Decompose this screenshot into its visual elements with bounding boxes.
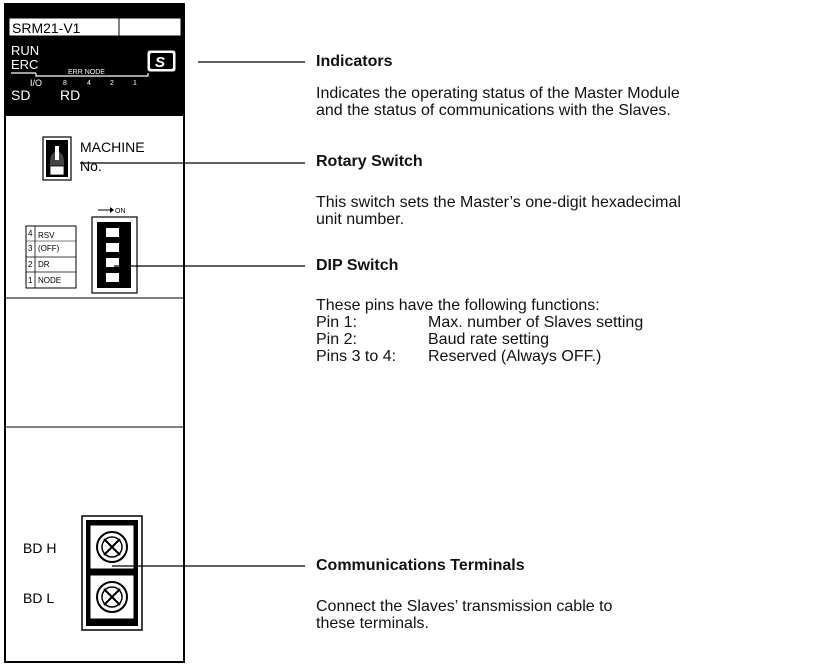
terminals-title: Communications Terminals (316, 557, 525, 574)
dip-legend-node: NODE (38, 276, 61, 285)
terminals-desc-line1: Connect the Slaves’ transmission cable t… (316, 598, 613, 615)
dip-legend-rsv: RSV (38, 231, 55, 240)
dip-switch-title: DIP Switch (316, 257, 399, 274)
brand-logo: S (147, 50, 176, 72)
node-bit-1: 1 (133, 80, 137, 87)
dip-pin-key-2: Pin 2: (316, 331, 357, 348)
terminal-screw-bd-h[interactable] (96, 531, 128, 563)
indicators-title: Indicators (316, 53, 393, 70)
node-bit-4: 4 (87, 80, 91, 87)
node-bit-8: 8 (63, 80, 67, 87)
dip-desc-intro: These pins have the following functions: (316, 297, 600, 314)
dip-legend-num-1: 1 (28, 276, 33, 285)
dip-pin-legend: 4 RSV 3 (OFF) 2 DR 1 NODE (25, 225, 77, 289)
rotary-switch[interactable] (42, 136, 72, 181)
indicators-description: Indicates the operating status of the Ma… (316, 85, 680, 119)
rotary-label-machine: MACHINE (80, 139, 145, 155)
dip-legend-off: (OFF) (38, 244, 60, 253)
svg-text:S: S (155, 54, 165, 71)
indicators-desc-line2: and the status of communications with th… (316, 102, 671, 119)
on-arrow-head (110, 207, 114, 213)
dip-legend-num-2: 2 (28, 260, 33, 269)
dip-pin-value-3: Reserved (Always OFF.) (428, 348, 602, 365)
dip-pin-value-1: Max. number of Slaves setting (428, 314, 644, 331)
io-indicator-label: I/O (30, 78, 42, 88)
rotary-desc-line1: This switch sets the Master’s one-digit … (316, 194, 681, 211)
err-node-label: ERR NODE (68, 69, 105, 76)
terminals-description: Connect the Slaves’ transmission cable t… (316, 598, 612, 632)
dip-legend-num-3: 3 (28, 244, 33, 253)
dip-legend-dr: DR (38, 260, 50, 269)
dip-switch[interactable] (91, 216, 138, 294)
run-indicator-label: RUN (11, 43, 39, 58)
sd-indicator-label: SD (11, 87, 30, 103)
err-node-bracket (35, 73, 149, 77)
rd-indicator-label: RD (60, 87, 80, 103)
bd-l-label: BD L (23, 590, 54, 606)
dip-pin-key-3: Pins 3 to 4: (316, 348, 397, 365)
indicators-desc-line1: Indicates the operating status of the Ma… (316, 85, 680, 102)
dip-legend-num-4: 4 (28, 229, 33, 238)
bd-h-label: BD H (23, 540, 56, 556)
rotary-label-no: No. (80, 158, 102, 174)
rotary-desc-line2: unit number. (316, 211, 405, 228)
rotary-switch-title: Rotary Switch (316, 153, 423, 170)
terminals-desc-line2: these terminals. (316, 615, 429, 632)
model-name: SRM21-V1 (12, 20, 81, 36)
terminal-screw-bd-l[interactable] (96, 581, 128, 613)
dip-pin-key-1: Pin 1: (316, 314, 357, 331)
erc-indicator-label: ERC (11, 57, 38, 72)
model-label-box (8, 17, 182, 37)
dip-on-label: ON (115, 208, 126, 215)
dip-pin-row-1: Pin 1: Max. number of Slaves setting (316, 314, 643, 331)
rotary-switch-description: This switch sets the Master’s one-digit … (316, 194, 681, 228)
dip-switch-description: These pins have the following functions:… (316, 297, 643, 365)
node-bit-2: 2 (110, 80, 114, 87)
dip-pin-value-2: Baud rate setting (428, 331, 549, 348)
dip-pin-row-3: Pins 3 to 4: Reserved (Always OFF.) (316, 348, 643, 365)
dip-pin-row-2: Pin 2: Baud rate setting (316, 331, 643, 348)
